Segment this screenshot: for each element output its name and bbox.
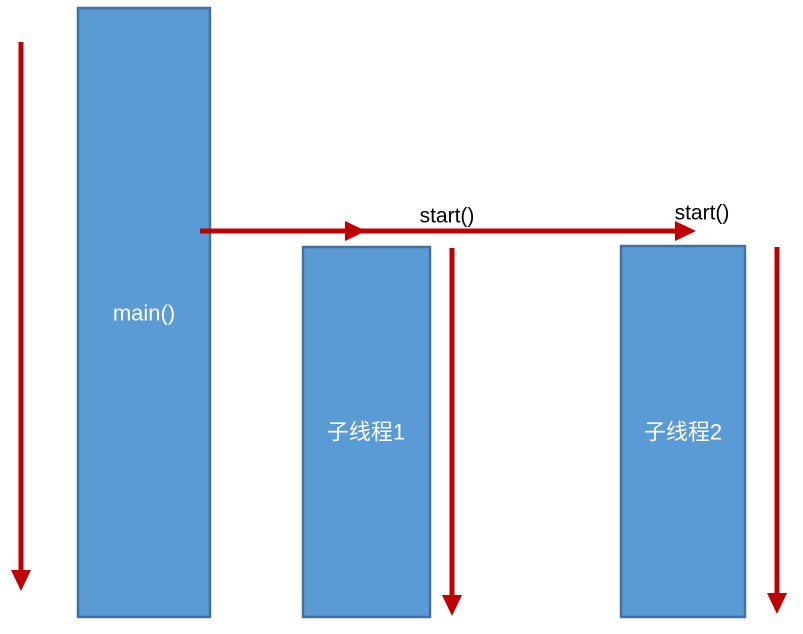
main-thread-box [76, 6, 212, 619]
start-call-label-2: start() [675, 202, 730, 225]
main-lifeline-arrow [11, 42, 31, 591]
main-lifeline-arrowhead-icon [11, 570, 31, 591]
child-thread2-arrowhead-icon [767, 593, 787, 614]
start-call-arrows [200, 221, 696, 241]
child-thread2-box [619, 244, 747, 619]
child-thread1-arrowhead-icon [442, 595, 462, 616]
child-thread1-lifeline-arrow [442, 248, 462, 616]
start-call-arrowhead2-icon [675, 221, 696, 241]
start-call-arrowhead1-icon [345, 221, 366, 241]
child-thread1-label: 子线程1 [327, 420, 405, 445]
main-thread-label: main() [113, 301, 175, 326]
start-call-label-1: start() [420, 205, 475, 228]
child-thread1-box [301, 245, 432, 619]
child-thread2-lifeline-arrow [767, 247, 787, 614]
child-thread2-label: 子线程2 [644, 420, 722, 445]
